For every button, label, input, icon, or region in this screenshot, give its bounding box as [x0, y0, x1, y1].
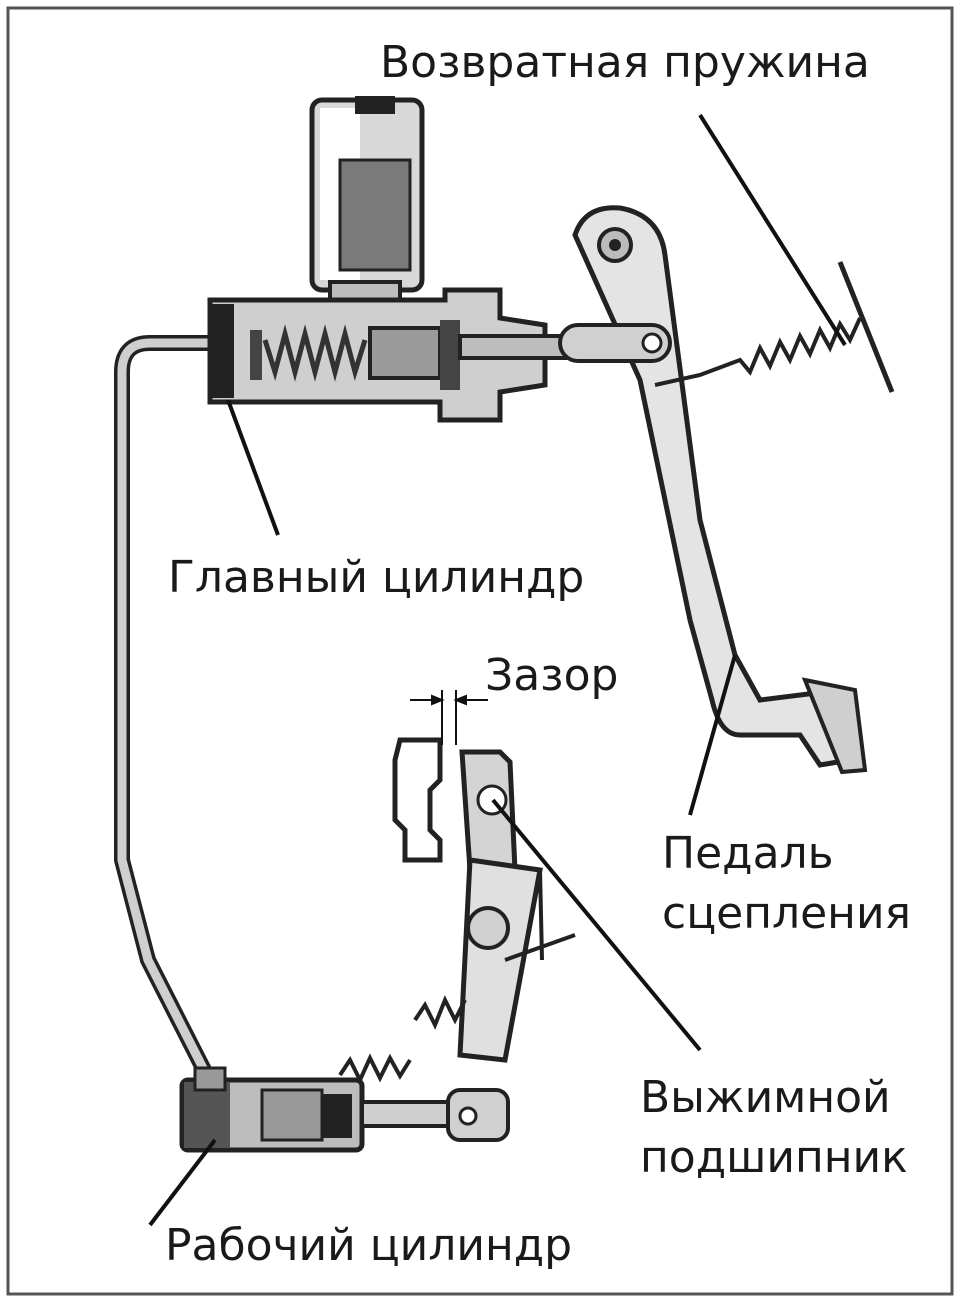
leader-lines — [148, 113, 847, 1227]
label-return-spring: Возвратная пружина — [380, 37, 870, 88]
leader-release-bearing — [491, 798, 702, 1052]
leader-slave-cylinder — [148, 1138, 217, 1227]
leader-master-cylinder — [226, 399, 280, 536]
label-release-bearing-line2: подшипник — [640, 1132, 908, 1183]
gap-marker — [410, 690, 488, 745]
slave-cylinder — [179, 1053, 510, 1153]
leader-clutch-pedal — [688, 654, 737, 816]
label-master-cylinder: Главный цилиндр — [168, 552, 584, 603]
diagram-border — [6, 6, 954, 1296]
leader-return-spring — [698, 113, 847, 347]
label-clutch-pedal-line2: сцепления — [662, 888, 911, 939]
label-release-bearing-line1: Выжимной — [640, 1072, 891, 1123]
release-bearing — [392, 737, 576, 1063]
label-gap: Зазор — [485, 650, 618, 701]
master-cylinder — [207, 96, 602, 423]
return-spring — [654, 261, 895, 393]
label-clutch-pedal-line1: Педаль — [662, 828, 834, 879]
label-slave-cylinder: Рабочий цилиндр — [165, 1220, 572, 1271]
hydraulic-line — [114, 335, 215, 1076]
clutch-pedal — [558, 205, 868, 775]
